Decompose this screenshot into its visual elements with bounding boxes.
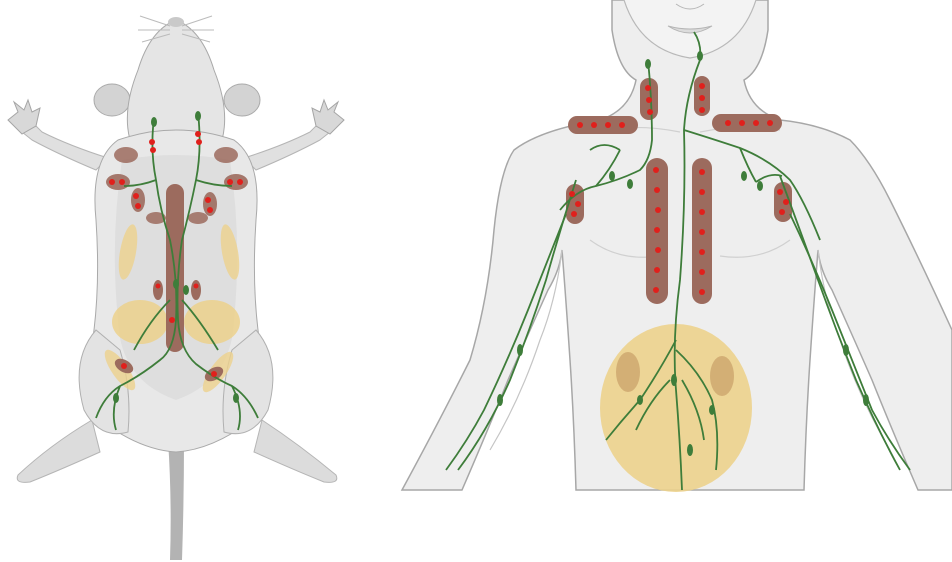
mouse-right-mesenteric bbox=[191, 280, 201, 300]
mouse-left-upper-node bbox=[114, 147, 138, 163]
mouse-left-hind-foot bbox=[17, 420, 100, 482]
human-abdomen-left-organ bbox=[616, 352, 640, 392]
human-abdomen-right-organ bbox=[710, 356, 734, 396]
mouse-tail bbox=[168, 440, 184, 560]
mouse-right-hind-foot bbox=[254, 420, 337, 482]
human-abdomen-region bbox=[600, 324, 752, 492]
mouse-left-mesenteric bbox=[153, 280, 163, 300]
mouse-head bbox=[127, 20, 224, 140]
mouse-right-upper-node bbox=[214, 147, 238, 163]
mouse-abdomen-right-lobe bbox=[184, 300, 240, 344]
mouse-right-thoracic bbox=[188, 212, 208, 224]
human-panel bbox=[402, 0, 952, 492]
mouse-nose bbox=[168, 17, 184, 27]
mouse-panel bbox=[8, 16, 344, 560]
mouse-abdomen-left-lobe bbox=[112, 300, 168, 344]
mouse-right-ear bbox=[224, 84, 260, 116]
mouse-left-ear bbox=[94, 84, 130, 116]
